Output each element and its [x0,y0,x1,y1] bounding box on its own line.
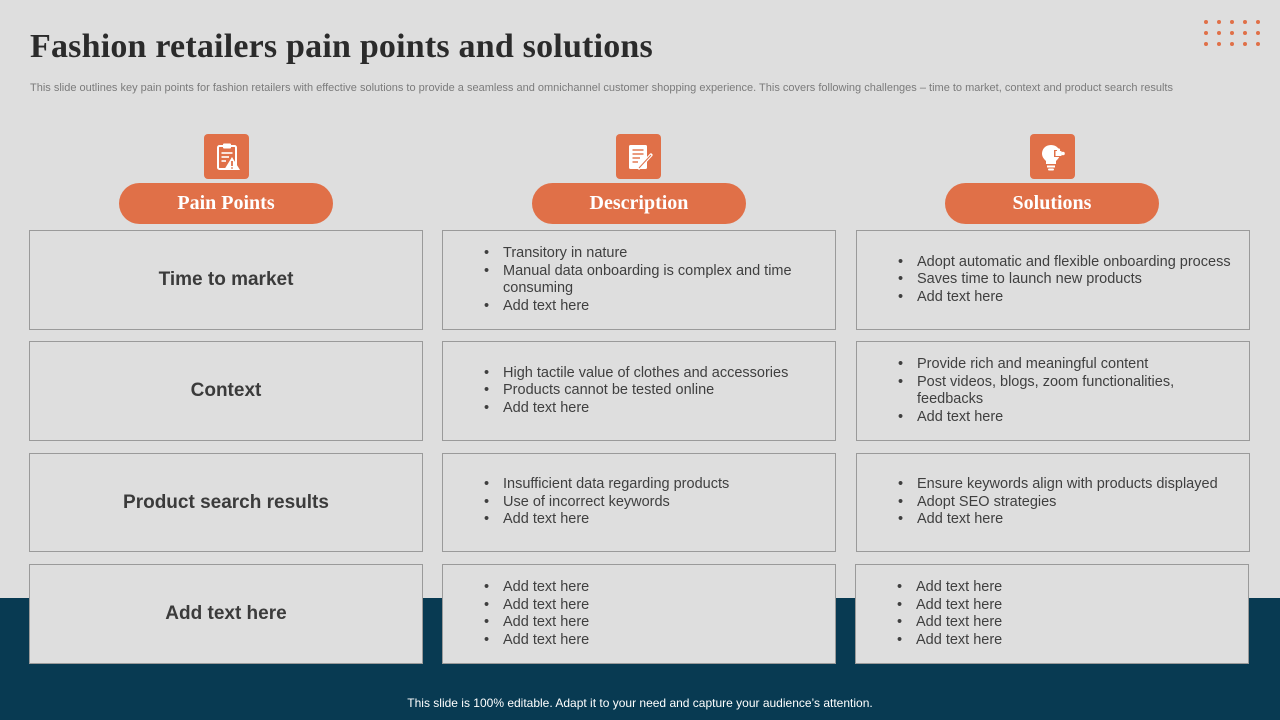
list-item: Ensure keywords align with products disp… [898,476,1235,494]
list-item: Add text here [484,400,821,418]
solutions-list: Add text here Add text here Add text her… [897,565,1234,663]
solutions-cell: Adopt automatic and flexible onboarding … [856,230,1250,330]
solutions-header: Solutions [945,183,1159,224]
list-item: Transitory in nature [484,245,821,263]
description-list: Insufficient data regarding products Use… [484,454,821,551]
list-item: Saves time to launch new products [898,271,1235,289]
clipboard-warning-icon [204,134,249,179]
list-item: Add text here [484,298,821,316]
list-item: Post videos, blogs, zoom functionalities… [898,374,1235,409]
list-item: Add text here [897,632,1234,650]
pain-point-label: Time to market [158,269,294,290]
footer-note: This slide is 100% editable. Adapt it to… [407,696,873,710]
description-list: Transitory in nature Manual data onboard… [484,231,821,329]
pain-points-header: Pain Points [119,183,333,224]
list-item: Add text here [484,579,821,597]
solutions-list: Ensure keywords align with products disp… [898,454,1235,551]
pain-point-cell: Add text here [29,564,423,664]
list-item: Provide rich and meaningful content [898,356,1235,374]
description-cell: Transitory in nature Manual data onboard… [442,230,836,330]
list-item: Products cannot be tested online [484,382,821,400]
list-item: Add text here [484,614,821,632]
list-item: Add text here [484,511,821,529]
pain-point-label: Context [190,380,262,401]
list-item: Add text here [898,409,1235,427]
pain-point-label: Add text here [165,603,287,624]
list-item: Adopt SEO strategies [898,494,1235,512]
list-item: Add text here [898,511,1235,529]
list-item: Use of incorrect keywords [484,494,821,512]
pain-point-label: Product search results [123,491,329,513]
pain-point-cell: Product search results [29,453,423,552]
list-item: Insufficient data regarding products [484,476,821,494]
list-item: Add text here [484,597,821,615]
description-cell: Add text here Add text here Add text her… [442,564,836,664]
solutions-list: Adopt automatic and flexible onboarding … [898,231,1235,329]
lightbulb-puzzle-icon [1030,134,1075,179]
document-pen-icon [616,134,661,179]
solutions-list: Provide rich and meaningful content Post… [898,342,1235,440]
pain-point-cell: Time to market [29,230,423,330]
list-item: Add text here [897,597,1234,615]
description-header: Description [532,183,746,224]
list-item: Adopt automatic and flexible onboarding … [898,254,1235,272]
description-list: Add text here Add text here Add text her… [484,565,821,663]
page-subtitle: This slide outlines key pain points for … [30,82,1173,94]
decorative-dots [1204,20,1262,46]
solutions-cell: Provide rich and meaningful content Post… [856,341,1250,441]
list-item: Add text here [897,614,1234,632]
solutions-cell: Add text here Add text here Add text her… [855,564,1249,664]
list-item: Add text here [484,632,821,650]
list-item: Add text here [897,579,1234,597]
pain-point-cell: Context [29,341,423,441]
description-cell: High tactile value of clothes and access… [442,341,836,441]
list-item: Add text here [898,289,1235,307]
solutions-cell: Ensure keywords align with products disp… [856,453,1250,552]
page-title: Fashion retailers pain points and soluti… [30,28,653,65]
description-cell: Insufficient data regarding products Use… [442,453,836,552]
list-item: Manual data onboarding is complex and ti… [484,263,821,298]
list-item: High tactile value of clothes and access… [484,365,821,383]
description-list: High tactile value of clothes and access… [484,342,821,440]
